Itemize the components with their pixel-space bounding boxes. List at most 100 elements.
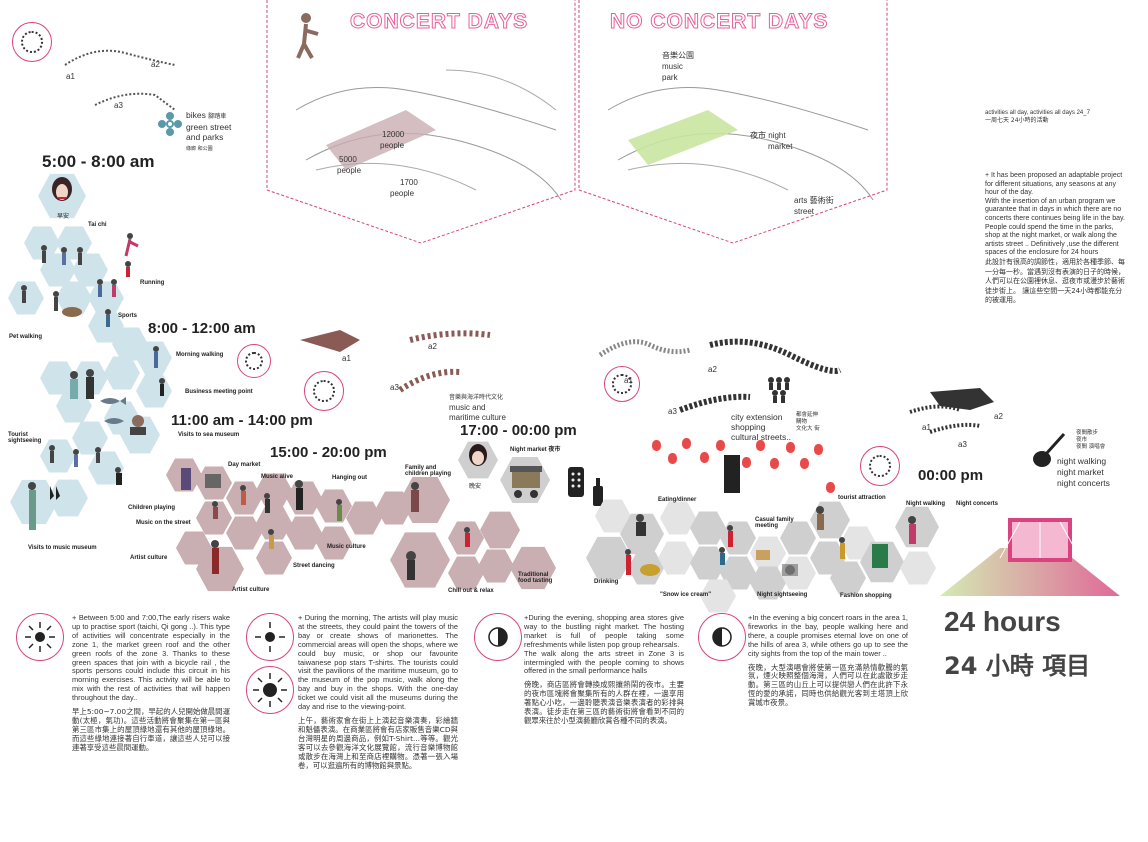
hex-g14 bbox=[750, 566, 786, 600]
mid-a3-2: a3 bbox=[668, 407, 677, 416]
maritime-culture-word: maritime culture bbox=[449, 413, 506, 422]
park-word: park bbox=[662, 73, 678, 82]
woman-face-icon bbox=[52, 177, 72, 201]
hex-g22 bbox=[830, 561, 866, 595]
street-word: street bbox=[794, 207, 815, 216]
hex-m13 bbox=[196, 546, 244, 592]
bottle-icon bbox=[593, 478, 603, 506]
bikes-text: bikes bbox=[186, 110, 206, 120]
label-eating-dinner: Eating/dinner bbox=[658, 497, 697, 503]
intro-heading: activities all day, activities all days … bbox=[985, 109, 1125, 125]
good-night-cn: 晚安 bbox=[469, 483, 482, 490]
label-visits-sea-museum: Visits to sea museum bbox=[178, 432, 240, 438]
hex-g16 bbox=[810, 501, 850, 539]
music-maritime-cn: 音樂與海洋時代文化 bbox=[449, 394, 504, 401]
label-day-market: Day market bbox=[228, 462, 261, 468]
col3-en: +During the evening, shopping area store… bbox=[524, 613, 684, 676]
label-night-sightseeing: Night sightseeing bbox=[757, 592, 808, 598]
zone-map-grey bbox=[598, 338, 842, 413]
label-hanging-out: Hanging out bbox=[332, 475, 367, 481]
people-figures-afternoon bbox=[181, 468, 470, 580]
music-word: music bbox=[662, 62, 683, 71]
concert-days-panel: CONCERT DAYS 12000 people 5000 people 17… bbox=[266, 0, 576, 245]
p5000-people: people bbox=[337, 166, 362, 175]
label-music-alive: Music alive bbox=[261, 474, 294, 480]
intro-body-cn: 此設計有很高的調節性，適用於各種季節、每一分每一秒。當遇到沒有表演的日子的時候，… bbox=[985, 258, 1125, 304]
label-music-on-street: Music on the street bbox=[136, 520, 191, 526]
clock-icon-8 bbox=[237, 344, 271, 378]
city-extension-word: city extension bbox=[731, 412, 783, 422]
hex-m20 bbox=[480, 511, 520, 549]
food-stall-icon bbox=[510, 466, 542, 498]
hex-m22 bbox=[448, 556, 484, 590]
green-street-text: green street bbox=[186, 122, 232, 132]
label-business-meeting: Business meeting point bbox=[185, 389, 253, 395]
mid-a1-3: a1 bbox=[922, 423, 931, 432]
night-market-label: 夜市 night market bbox=[750, 130, 792, 152]
label-night-concerts: Night concerts bbox=[956, 501, 999, 507]
parks-cn: 綠廊 和公園 bbox=[186, 146, 213, 152]
label-artist-culture-2: Artist culture bbox=[232, 587, 270, 593]
mid-a1-2: a1 bbox=[624, 376, 633, 385]
music-maritime-label: 音樂與海洋時代文化 music and maritime culture bbox=[449, 392, 506, 423]
half-moon-icon-2 bbox=[698, 613, 746, 661]
people-figures-tourist bbox=[28, 445, 122, 530]
label-artist-culture-1: Artist culture bbox=[130, 555, 168, 561]
night-activities-label: night walking night market night concert… bbox=[1057, 456, 1110, 489]
and-parks-text: and parks bbox=[186, 132, 224, 142]
time-15-20: 15:00 - 20:00 pm bbox=[270, 444, 387, 461]
hex-m9 bbox=[226, 516, 262, 550]
label-a3: a3 bbox=[114, 101, 123, 110]
guitar-icon bbox=[1033, 432, 1066, 467]
people-figures-night bbox=[625, 506, 916, 576]
shopping-word: shopping bbox=[731, 422, 766, 432]
zone-map-mauve bbox=[300, 330, 491, 393]
label-night-market: Night market 夜市 bbox=[510, 444, 560, 453]
col3-text: +During the evening, shopping area store… bbox=[524, 613, 684, 731]
cultural-streets-word: cultural streets.. bbox=[731, 432, 791, 442]
bikes-cn: 腳踏車 bbox=[208, 113, 227, 120]
clock-icon-24 bbox=[860, 446, 900, 486]
mid-a2-3: a2 bbox=[994, 412, 1003, 421]
bike-flower-icon bbox=[158, 112, 182, 136]
half-moon-icon-1 bbox=[474, 613, 522, 661]
hex-m21 bbox=[478, 549, 514, 583]
no-concert-days-title: NO CONCERT DAYS bbox=[609, 10, 829, 34]
hex-m10 bbox=[286, 516, 322, 550]
col1-cn: 早上5:00~7.00之間，早起的人兒開始做晨間運動(太極，氣功)。這些活動將會… bbox=[72, 707, 230, 752]
hex-g23 bbox=[700, 579, 736, 613]
p12000-people: people bbox=[380, 141, 405, 150]
musician-icon bbox=[296, 13, 319, 59]
label-night-walking: Night walking bbox=[906, 501, 945, 507]
arts-word: arts bbox=[794, 196, 808, 205]
time-17-00: 17:00 - 00:00 pm bbox=[460, 422, 577, 439]
label-fashion-shopping: Fashion shopping bbox=[840, 593, 892, 599]
time-8-12: 8:00 - 12:00 am bbox=[148, 320, 256, 337]
sun-icon-3 bbox=[246, 666, 294, 714]
people-figures-business bbox=[70, 346, 165, 435]
concert-building-drawing bbox=[295, 69, 562, 201]
p5000: 5000 bbox=[339, 155, 357, 164]
p1700: 1700 bbox=[400, 178, 418, 187]
night-word: night bbox=[768, 131, 786, 140]
col1-text: + Between 5:00 and 7:00,The early risers… bbox=[72, 613, 230, 758]
label-night-market-en: Night market bbox=[510, 447, 547, 453]
sun-icon-2 bbox=[246, 613, 294, 661]
label-sports: Sports bbox=[118, 313, 138, 319]
arts-cn: 藝術街 bbox=[809, 196, 834, 205]
col4-text: +In the evening a big concert roars in t… bbox=[748, 613, 908, 713]
music-and-word: music and bbox=[449, 403, 486, 412]
concert-days-title: CONCERT DAYS bbox=[349, 10, 529, 34]
hex-g13 bbox=[780, 521, 816, 555]
night-market-cn: 夜市 bbox=[750, 131, 766, 140]
clock-icon-11 bbox=[304, 371, 344, 411]
col1-en: + Between 5:00 and 7:00,The early risers… bbox=[72, 613, 230, 703]
p1700-people: people bbox=[390, 189, 415, 198]
label-tourist-attraction: tourist attraction bbox=[838, 495, 886, 501]
no-concert-building-drawing bbox=[607, 87, 874, 201]
col2-en: + During the morning, The artists will p… bbox=[298, 613, 458, 712]
label-running: Running bbox=[140, 280, 165, 286]
hex-m17 bbox=[400, 477, 450, 523]
col2-cn: 上午，藝術家會在街上上演起音樂演奏，彩繪牆和魁儡表演。在商業區將會有店家販售音樂… bbox=[298, 715, 458, 770]
remote-icon bbox=[568, 467, 584, 497]
